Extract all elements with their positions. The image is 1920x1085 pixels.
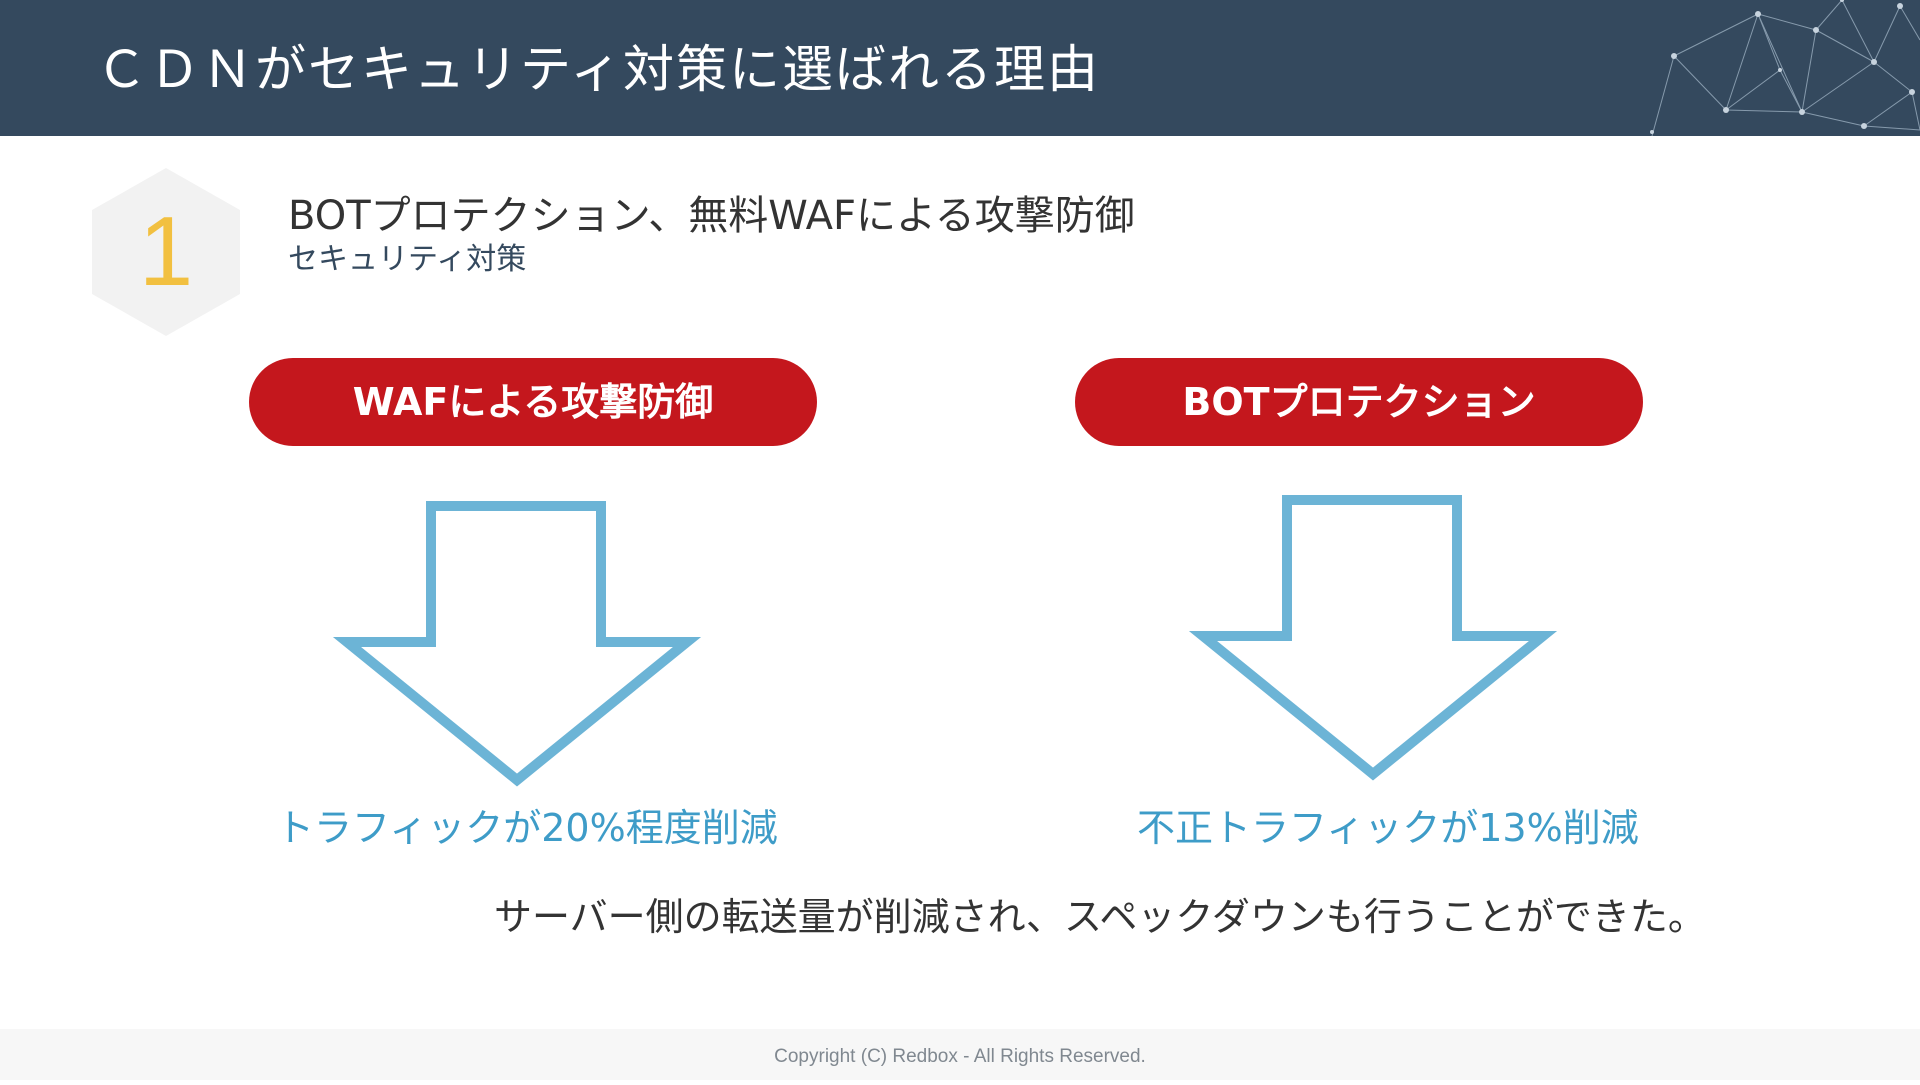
bot-label-pill: BOTプロテクション <box>1075 358 1643 446</box>
slide-title: ＣＤＮがセキュリティ対策に選ばれる理由 <box>96 41 1100 100</box>
network-decoration-icon <box>1650 0 1920 136</box>
bot-result-text: 不正トラフィックが13%削減 <box>1137 806 1639 850</box>
slide-footer: Copyright (C) Redbox - All Rights Reserv… <box>0 1029 1920 1080</box>
slide-header: ＣＤＮがセキュリティ対策に選ばれる理由 <box>0 0 1920 136</box>
down-arrow-icon <box>1188 495 1558 781</box>
section-subtitle: セキュリティ対策 <box>288 242 527 277</box>
section-title: BOTプロテクション、無料WAFによる攻撃防御 <box>288 193 1135 239</box>
waf-result-text: トラフィックが20%程度削減 <box>276 806 778 850</box>
section-number: 1 <box>138 196 194 306</box>
down-arrow-icon <box>332 501 702 787</box>
waf-label-pill: WAFによる攻撃防御 <box>249 358 817 446</box>
summary-text: サーバー側の転送量が削減され、スペックダウンも行うことができた。 <box>494 895 1706 939</box>
hexagon-badge-icon <box>92 168 240 336</box>
copyright-text: Copyright (C) Redbox - All Rights Reserv… <box>774 1046 1146 1067</box>
